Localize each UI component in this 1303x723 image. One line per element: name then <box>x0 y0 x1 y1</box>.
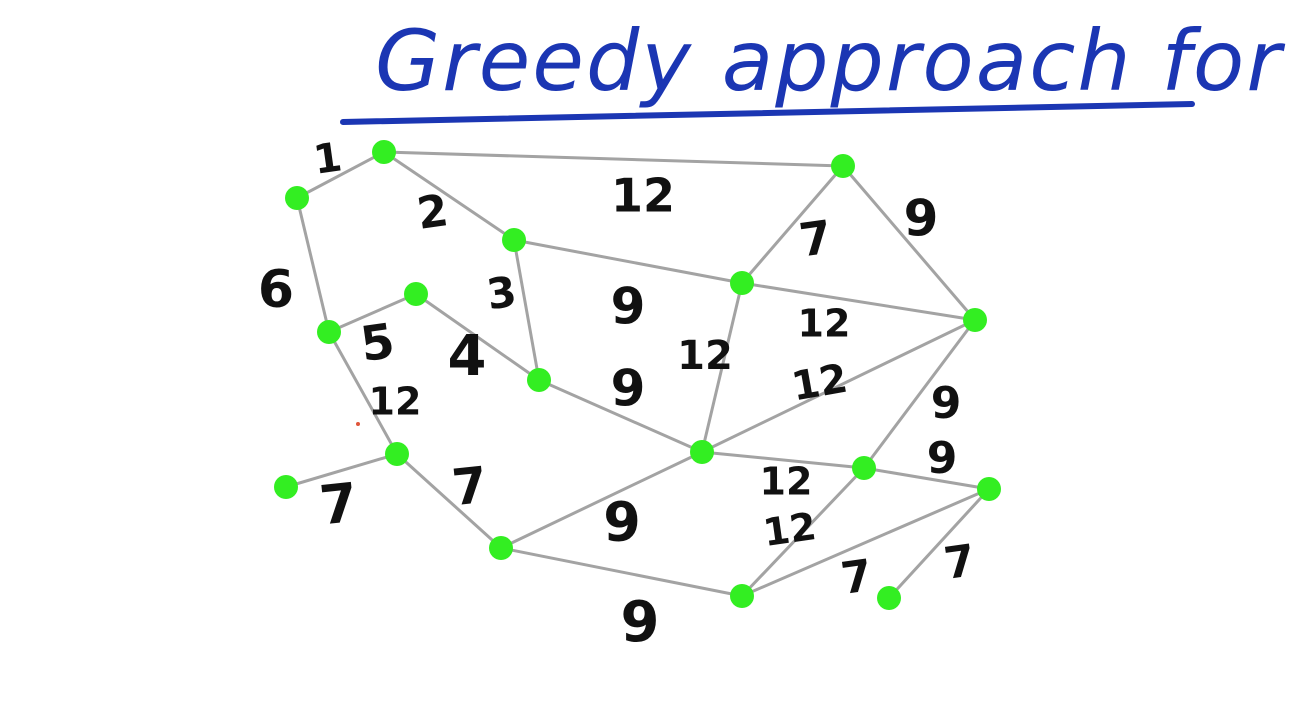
edge-a-e <box>295 196 331 334</box>
edge-q-o <box>887 487 991 600</box>
graph-node-h <box>963 308 987 332</box>
edge-weight-label: 12 <box>677 333 733 379</box>
edge-a-b <box>295 150 386 200</box>
graph-node-m <box>489 536 513 560</box>
edge-weight-label: 5 <box>357 313 398 373</box>
graph-node-f <box>502 228 526 252</box>
graph-node-j <box>527 368 551 392</box>
edge-k-m <box>499 450 704 550</box>
edge-weight-label: 3 <box>484 267 520 320</box>
edge-weight-label: 7 <box>449 456 490 517</box>
graph-node-d <box>404 282 428 306</box>
graph-node-q <box>877 586 901 610</box>
edge-d-e <box>327 292 418 334</box>
graph-node-k <box>690 440 714 464</box>
edge-weight-label: 9 <box>603 491 641 554</box>
edge-weight-label: 12 <box>611 169 675 223</box>
stray-ink-dot <box>356 422 360 426</box>
edge-weight-label: 4 <box>448 324 487 389</box>
edge-weight-label: 9 <box>611 360 646 418</box>
graph-node-i <box>385 442 409 466</box>
title-underline <box>340 101 1195 125</box>
edge-g-h <box>740 281 977 322</box>
edge-i-m <box>395 452 503 550</box>
edge-b-f <box>382 150 516 242</box>
edge-weight-label: 7 <box>317 471 361 538</box>
edge-weight-label: 12 <box>760 504 818 555</box>
edge-c-g <box>740 164 845 285</box>
page-title: Greedy approach for MST <box>375 12 1303 110</box>
edge-c-h <box>841 164 977 322</box>
edge-weight-label: 12 <box>788 356 851 411</box>
edge-p-o <box>740 487 991 598</box>
graph-node-n <box>852 456 876 480</box>
graph-node-c <box>831 154 855 178</box>
edge-l-i <box>284 452 399 489</box>
edge-f-j <box>512 238 541 382</box>
edge-d-j <box>414 292 541 382</box>
nodes-layer <box>274 140 1001 610</box>
edge-weight-label: 9 <box>931 378 962 429</box>
edge-g-k <box>700 281 744 454</box>
edge-weight-label: 9 <box>904 190 939 248</box>
graph-node-o <box>977 477 1001 501</box>
graph-node-e <box>317 320 341 344</box>
graph-node-g <box>730 271 754 295</box>
edge-e-i <box>327 330 399 456</box>
edge-weight-label: 1 <box>311 134 345 183</box>
edge-weight-label: 9 <box>621 590 660 655</box>
graph-node-p <box>730 584 754 608</box>
edge-n-o <box>862 466 991 491</box>
edge-weight-label: 7 <box>838 550 875 605</box>
edge-weight-label: 12 <box>798 302 851 346</box>
edge-weight-label: 12 <box>760 460 813 504</box>
edge-f-g <box>512 238 744 285</box>
edge-n-p <box>740 466 866 598</box>
edge-j-k <box>537 378 704 454</box>
edge-weight-label: 6 <box>258 260 294 320</box>
edge-weight-label: 12 <box>369 380 422 424</box>
edge-h-n <box>862 318 977 470</box>
edge-b-c <box>382 150 845 168</box>
edge-weight-label: 7 <box>941 535 978 590</box>
edges-layer <box>284 150 991 600</box>
edge-weight-label: 9 <box>927 433 958 484</box>
edge-weight-label: 7 <box>796 210 835 268</box>
edge-m-p <box>499 546 744 598</box>
graph-node-b <box>372 140 396 164</box>
edge-k-n <box>700 450 866 470</box>
graph-node-l <box>274 475 298 499</box>
edge-weight-label: 9 <box>611 278 646 336</box>
edge-h-k <box>700 318 977 454</box>
edge-weight-label: 2 <box>414 185 451 240</box>
graph-node-a <box>285 186 309 210</box>
